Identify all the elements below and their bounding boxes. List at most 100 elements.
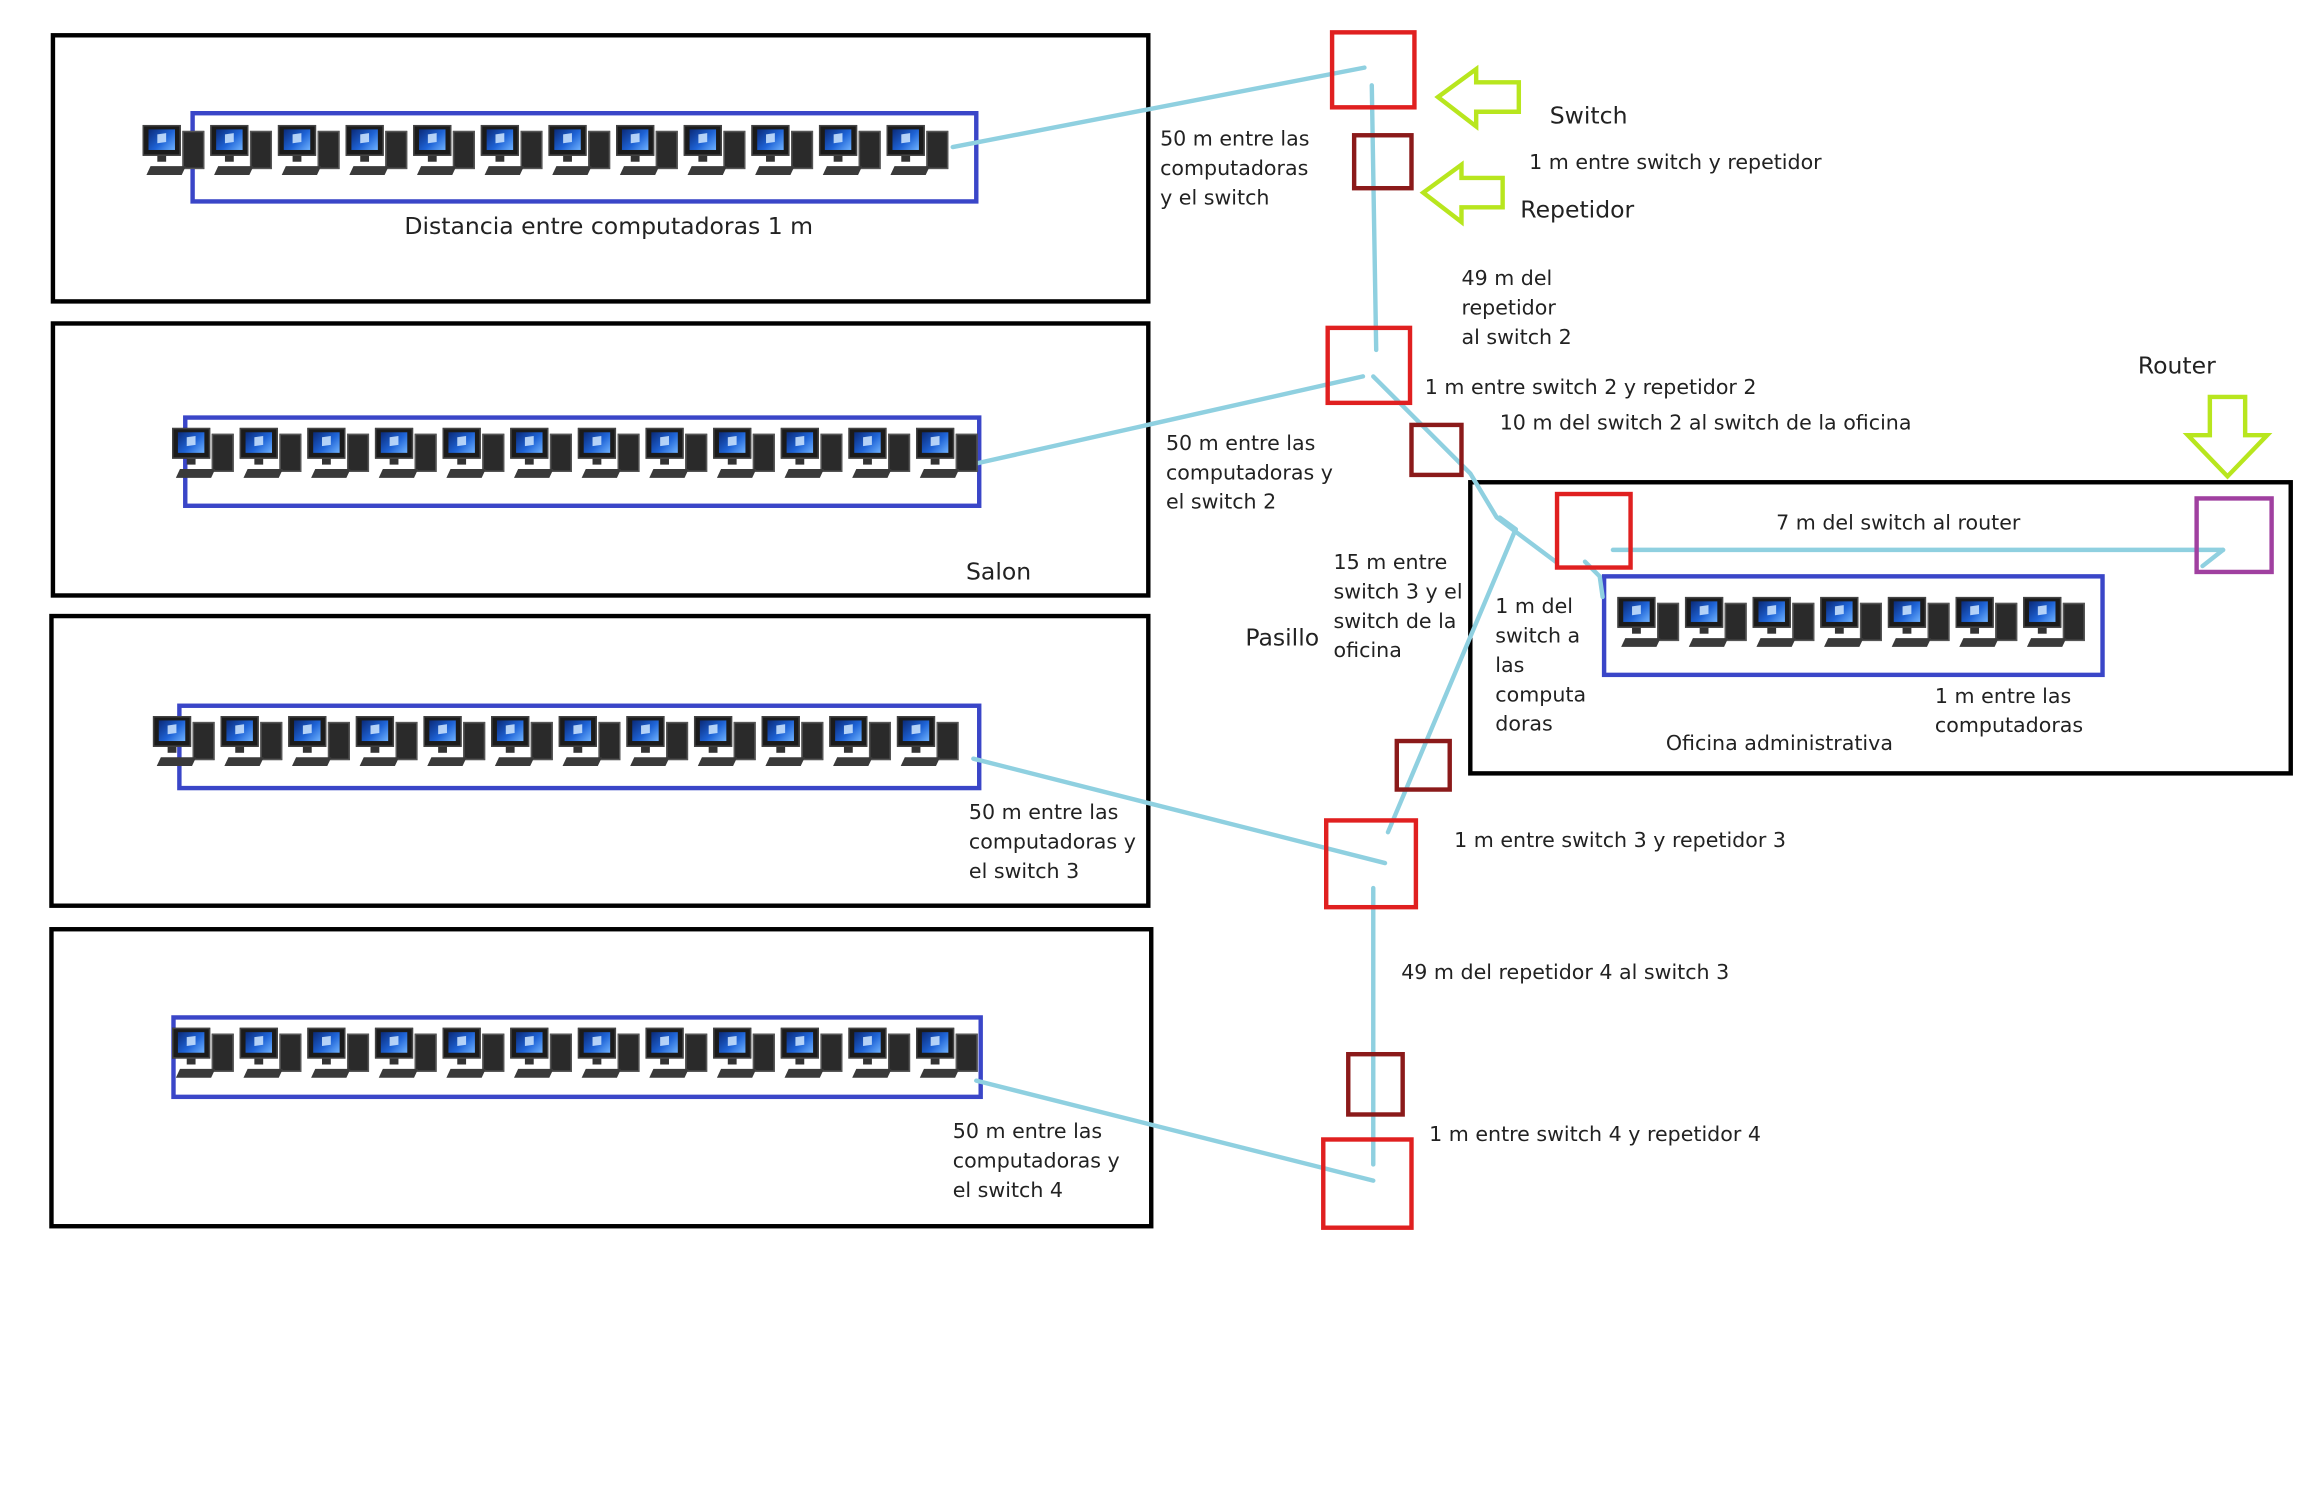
switch3-office-label: 15 m entre switch 3 y el switch de la of… xyxy=(1333,551,1463,664)
cable-switch3-office xyxy=(1385,530,1517,835)
computer-icon xyxy=(1955,594,2023,659)
computer-icon xyxy=(915,425,984,490)
switch2-office-label: 10 m del switch 2 al switch de la oficin… xyxy=(1499,411,1912,436)
office-room xyxy=(1468,480,2293,776)
computer-icon xyxy=(713,1025,781,1090)
computer-icon xyxy=(683,122,752,187)
computer-icon xyxy=(491,713,559,778)
computer-icon xyxy=(848,1025,916,1090)
computer-icon xyxy=(886,122,955,187)
computer-icon xyxy=(616,122,684,187)
computer-icon xyxy=(645,425,713,490)
computer-icon xyxy=(239,425,308,490)
computer-icon xyxy=(780,425,849,490)
computer-icon xyxy=(829,713,897,778)
salon-1-link-label: 50 m entre las computadoras y el switch xyxy=(1160,127,1310,211)
cable-salon1-switch1 xyxy=(950,65,1367,150)
salon-1-computers xyxy=(142,122,955,187)
switch-computers-label: 1 m del switch a las computa doras xyxy=(1495,595,1587,737)
computer-icon xyxy=(239,1025,308,1090)
computer-icon xyxy=(374,425,443,490)
switch-router-label: 7 m del switch al router xyxy=(1776,511,2021,536)
cable-salon4-switch4 xyxy=(974,1078,1376,1183)
computer-icon xyxy=(818,122,887,187)
computer-icon xyxy=(355,713,424,778)
computer-icon xyxy=(1887,594,1956,659)
salon-1-room xyxy=(50,33,1151,304)
computer-icon xyxy=(345,122,414,187)
computer-icon xyxy=(307,1025,375,1090)
computer-icon xyxy=(626,713,694,778)
switch-4 xyxy=(1321,1137,1414,1230)
repeater-3 xyxy=(1394,738,1452,792)
computer-icon xyxy=(510,425,578,490)
switch-legend-label: Switch xyxy=(1549,101,1628,130)
computer-icon xyxy=(780,1025,849,1090)
router xyxy=(2194,496,2274,575)
switch-2 xyxy=(1325,325,1413,406)
salon-3-link-label: 50 m entre las computadoras y el switch … xyxy=(968,801,1136,884)
computer-icon xyxy=(413,122,481,187)
cable-office-switch-branch xyxy=(1497,515,1519,532)
computer-icon xyxy=(558,713,627,778)
computer-icon xyxy=(442,425,511,490)
computer-icon xyxy=(172,425,240,490)
computer-icon xyxy=(1617,594,1685,659)
switch-1 xyxy=(1329,30,1417,110)
computer-icon xyxy=(220,713,289,778)
computer-icon xyxy=(548,122,616,187)
switch-3 xyxy=(1324,818,1419,910)
salon-2-room-name: Salon xyxy=(965,557,1032,586)
salon-3-room xyxy=(49,613,1151,908)
computer-icon xyxy=(848,425,916,490)
salon-4-computers xyxy=(172,1025,984,1090)
computer-icon xyxy=(510,1025,578,1090)
cable-switch1-down xyxy=(1369,83,1379,353)
repeater-legend-label: Repetidor xyxy=(1520,195,1635,224)
router-legend-label: Router xyxy=(2137,351,2216,380)
salon-4-link-label: 50 m entre las computadoras y el switch … xyxy=(952,1120,1120,1203)
computer-icon xyxy=(2023,594,2091,659)
hallway-name: Pasillo xyxy=(1245,623,1320,652)
salon-2-room xyxy=(50,321,1151,598)
cable-salon2-switch2 xyxy=(975,374,1366,466)
computer-icon xyxy=(288,713,356,778)
switch-repeater-2-label: 1 m entre switch 2 y repetidor 2 xyxy=(1424,376,1757,400)
computer-icon xyxy=(577,1025,646,1090)
computer-icon xyxy=(1752,594,1821,659)
computer-icon xyxy=(210,122,278,187)
office-name: Oficina administrativa xyxy=(1665,732,1893,756)
computer-icon xyxy=(1684,594,1753,659)
computer-icon xyxy=(374,1025,443,1090)
computer-icon xyxy=(751,122,819,187)
cable-router-drop xyxy=(2200,547,2226,569)
computer-icon xyxy=(761,713,830,778)
salon-3-computers xyxy=(152,713,965,778)
switch-legend-arrow-icon xyxy=(1434,64,1522,131)
computer-icon xyxy=(693,713,762,778)
computer-icon xyxy=(142,122,211,187)
computer-icon xyxy=(713,425,781,490)
salon-1-distance-label: Distancia entre computadoras 1 m xyxy=(404,211,814,240)
computer-icon xyxy=(645,1025,713,1090)
computer-icon xyxy=(442,1025,511,1090)
computer-icon xyxy=(277,122,346,187)
repeater-1 xyxy=(1351,133,1414,191)
switch-office xyxy=(1554,491,1633,570)
switch-repeater-4-label: 1 m entre switch 4 y repetidor 4 xyxy=(1429,1123,1761,1147)
computer-icon xyxy=(915,1025,984,1090)
repeater-2 xyxy=(1409,422,1464,478)
office-computer-group xyxy=(1601,574,2105,678)
computer-icon xyxy=(423,713,491,778)
computer-icon xyxy=(577,425,646,490)
computer-icon xyxy=(172,1025,240,1090)
repeater4-switch3-label: 49 m del repetidor 4 al switch 3 xyxy=(1401,961,1730,986)
salon-2-link-label: 50 m entre las computadoras y el switch … xyxy=(1165,432,1333,515)
cable-salon3-switch3 xyxy=(971,756,1388,866)
salon-4-room xyxy=(49,927,1154,1229)
salon-2-computers xyxy=(172,425,984,490)
repeater-switch-2-label: 49 m del repetidor al switch 2 xyxy=(1461,267,1572,350)
repeater-legend-arrow-icon xyxy=(1419,160,1505,227)
salon-3-computer-group xyxy=(177,703,982,791)
